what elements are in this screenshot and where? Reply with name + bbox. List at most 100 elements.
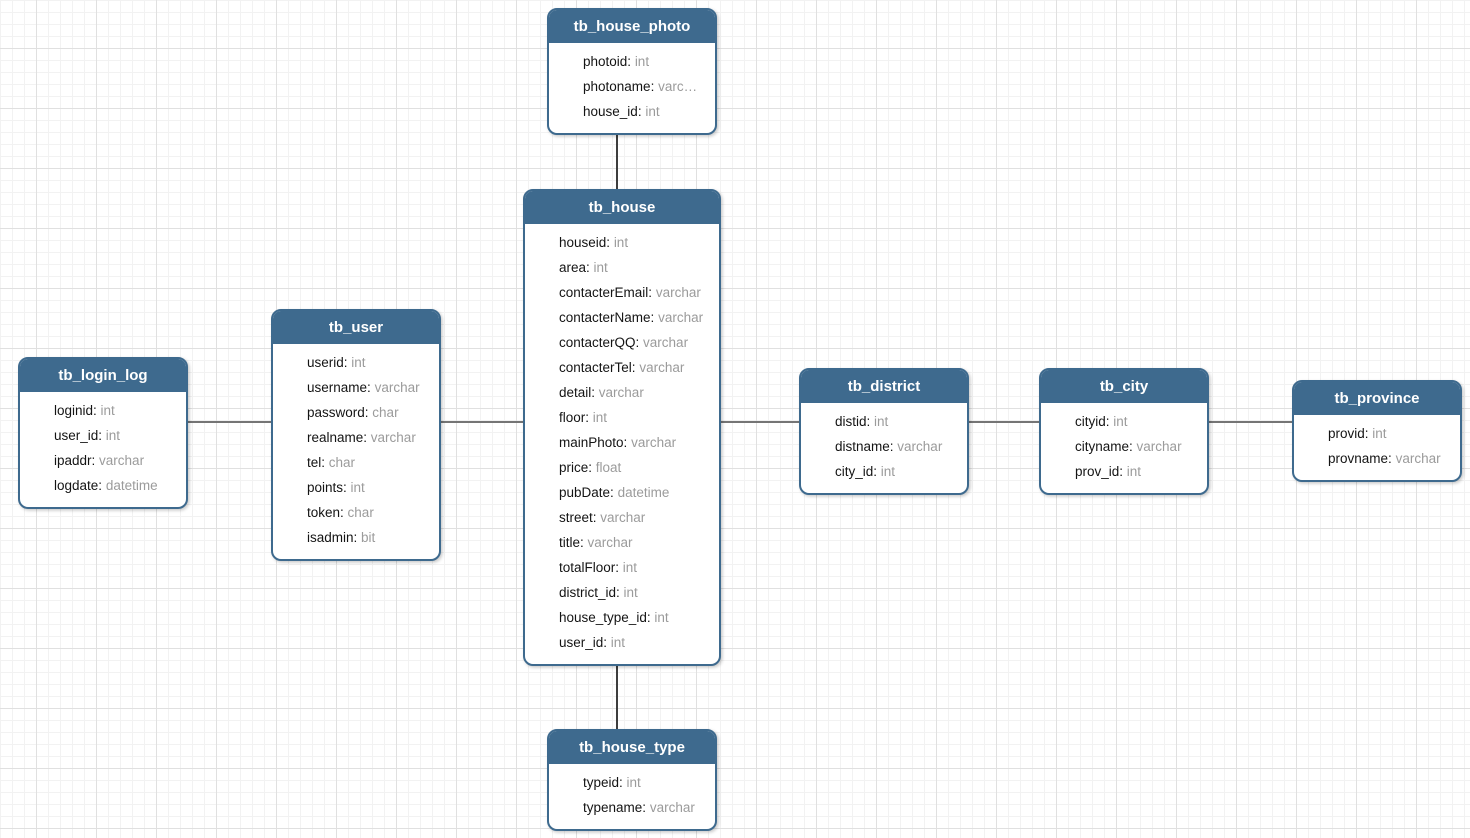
field-detail[interactable]: detail: varchar: [559, 380, 713, 405]
field-isadmin[interactable]: isadmin: bit: [307, 525, 433, 550]
connector-tb_user-tb_house[interactable]: [441, 421, 523, 423]
field-type: int: [874, 414, 889, 429]
field-user_id[interactable]: user_id: int: [559, 630, 713, 655]
field-separator: :: [93, 403, 101, 418]
field-name: contacterTel: [559, 360, 632, 375]
field-contacterName[interactable]: contacterName: varchar: [559, 305, 713, 330]
table-title[interactable]: tb_house_type: [549, 731, 715, 766]
field-house_type_id[interactable]: house_type_id: int: [559, 605, 713, 630]
table-title[interactable]: tb_user: [273, 311, 439, 346]
field-street[interactable]: street: varchar: [559, 505, 713, 530]
field-prov_id[interactable]: prov_id: int: [1075, 459, 1201, 484]
field-floor[interactable]: floor: int: [559, 405, 713, 430]
connector-tb_district-tb_city[interactable]: [969, 421, 1039, 423]
field-pubDate[interactable]: pubDate: datetime: [559, 480, 713, 505]
field-name: street: [559, 510, 593, 525]
field-totalFloor[interactable]: totalFloor: int: [559, 555, 713, 580]
field-houseid[interactable]: houseid: int: [559, 230, 713, 255]
field-separator: :: [585, 410, 593, 425]
field-points[interactable]: points: int: [307, 475, 433, 500]
field-separator: :: [873, 464, 881, 479]
field-type: varchar: [897, 439, 943, 454]
field-type: varchar: [643, 335, 689, 350]
field-typeid[interactable]: typeid: int: [583, 770, 709, 795]
field-contacterTel[interactable]: contacterTel: varchar: [559, 355, 713, 380]
connector-tb_city-tb_province[interactable]: [1209, 421, 1292, 423]
field-house_id[interactable]: house_id: int: [583, 99, 709, 124]
field-realname[interactable]: realname: varchar: [307, 425, 433, 450]
field-type: int: [623, 585, 638, 600]
field-typename[interactable]: typename: varchar: [583, 795, 709, 820]
table-title[interactable]: tb_city: [1041, 370, 1207, 405]
field-name: logdate: [54, 478, 99, 493]
field-separator: :: [586, 260, 594, 275]
field-cityname[interactable]: cityname: varchar: [1075, 434, 1201, 459]
field-user_id[interactable]: user_id: int: [54, 423, 180, 448]
field-name: house_type_id: [559, 610, 647, 625]
field-separator: :: [648, 285, 656, 300]
table-title[interactable]: tb_house: [525, 191, 719, 226]
table-title[interactable]: tb_province: [1294, 382, 1460, 417]
field-separator: :: [631, 360, 640, 375]
field-cityid[interactable]: cityid: int: [1075, 409, 1201, 434]
field-type: varchar: [598, 385, 644, 400]
field-type: varchar: [587, 535, 633, 550]
field-password[interactable]: password: char: [307, 400, 433, 425]
field-type: varchar: [631, 435, 677, 450]
field-contacterQQ[interactable]: contacterQQ: varchar: [559, 330, 713, 355]
field-area[interactable]: area: int: [559, 255, 713, 280]
field-separator: :: [603, 635, 611, 650]
field-name: district_id: [559, 585, 617, 600]
field-name: contacterEmail: [559, 285, 649, 300]
field-photoid[interactable]: photoid: int: [583, 49, 709, 74]
field-name: contacterQQ: [559, 335, 636, 350]
field-separator: :: [606, 235, 614, 250]
field-distname[interactable]: distname: varchar: [835, 434, 961, 459]
field-userid[interactable]: userid: int: [307, 350, 433, 375]
field-logdate[interactable]: logdate: datetime: [54, 473, 180, 498]
field-distid[interactable]: distid: int: [835, 409, 961, 434]
field-type: varchar: [1136, 439, 1182, 454]
field-price[interactable]: price: float: [559, 455, 713, 480]
field-mainPhoto[interactable]: mainPhoto: varchar: [559, 430, 713, 455]
field-name: title: [559, 535, 581, 550]
field-separator: :: [866, 414, 875, 429]
connector-tb_house_photo-tb_house[interactable]: [616, 132, 618, 189]
connector-tb_login_log-tb_user[interactable]: [188, 421, 271, 423]
field-name: realname: [307, 430, 364, 445]
field-district_id[interactable]: district_id: int: [559, 580, 713, 605]
field-ipaddr[interactable]: ipaddr: varchar: [54, 448, 180, 473]
field-name: provname: [1328, 451, 1389, 466]
connector-tb_house-tb_house_type[interactable]: [616, 666, 618, 729]
field-separator: :: [650, 310, 659, 325]
field-token[interactable]: token: char: [307, 500, 433, 525]
field-name: userid: [307, 355, 344, 370]
table-title[interactable]: tb_login_log: [20, 359, 186, 394]
field-tel[interactable]: tel: char: [307, 450, 433, 475]
field-city_id[interactable]: city_id: int: [835, 459, 961, 484]
field-type: int: [593, 260, 608, 275]
field-provname[interactable]: provname: varchar: [1328, 446, 1454, 471]
field-photoname[interactable]: photoname: varc…: [583, 74, 709, 99]
field-username[interactable]: username: varchar: [307, 375, 433, 400]
field-separator: :: [642, 800, 650, 815]
table-title[interactable]: tb_house_photo: [549, 10, 715, 45]
field-provid[interactable]: provid: int: [1328, 421, 1454, 446]
field-type: int: [1372, 426, 1387, 441]
field-title[interactable]: title: varchar: [559, 530, 713, 555]
field-separator: :: [343, 355, 352, 370]
connector-tb_house-tb_district[interactable]: [721, 421, 799, 423]
field-type: int: [105, 428, 121, 443]
field-contacterEmail[interactable]: contacterEmail: varchar: [559, 280, 713, 305]
field-loginid[interactable]: loginid: int: [54, 398, 180, 423]
table-title[interactable]: tb_district: [801, 370, 967, 405]
